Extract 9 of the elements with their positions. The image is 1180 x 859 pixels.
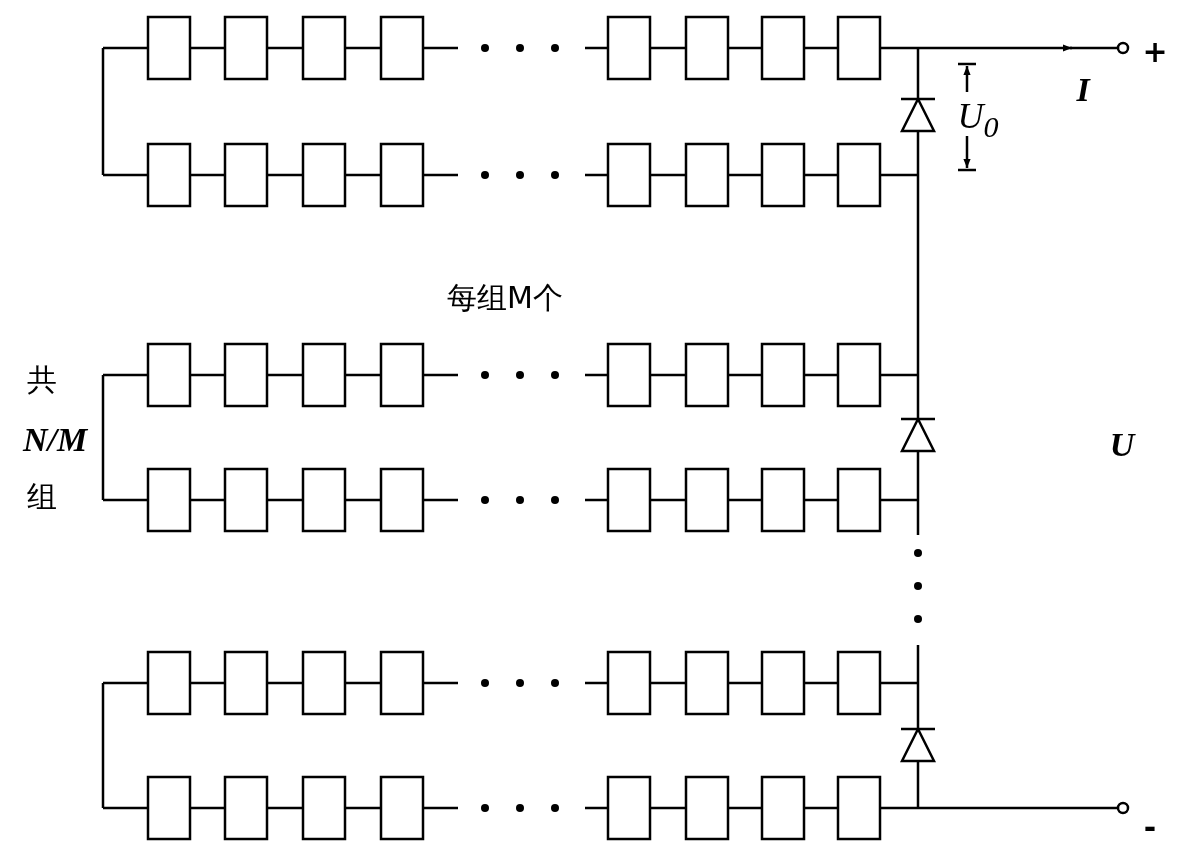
voltage-symbol: U — [1109, 428, 1135, 462]
group-count-text: 组 — [27, 482, 57, 512]
voltage-symbol: U$_{0}$ — [957, 98, 999, 142]
terminal-sign: - — [1143, 813, 1157, 843]
current-symbol: I — [1076, 73, 1090, 107]
group-count-text: 共 — [27, 365, 57, 395]
group-size-text: 每组M个 — [447, 283, 563, 313]
group-count-text: N/M — [22, 423, 88, 457]
terminal-sign: + — [1142, 37, 1168, 67]
